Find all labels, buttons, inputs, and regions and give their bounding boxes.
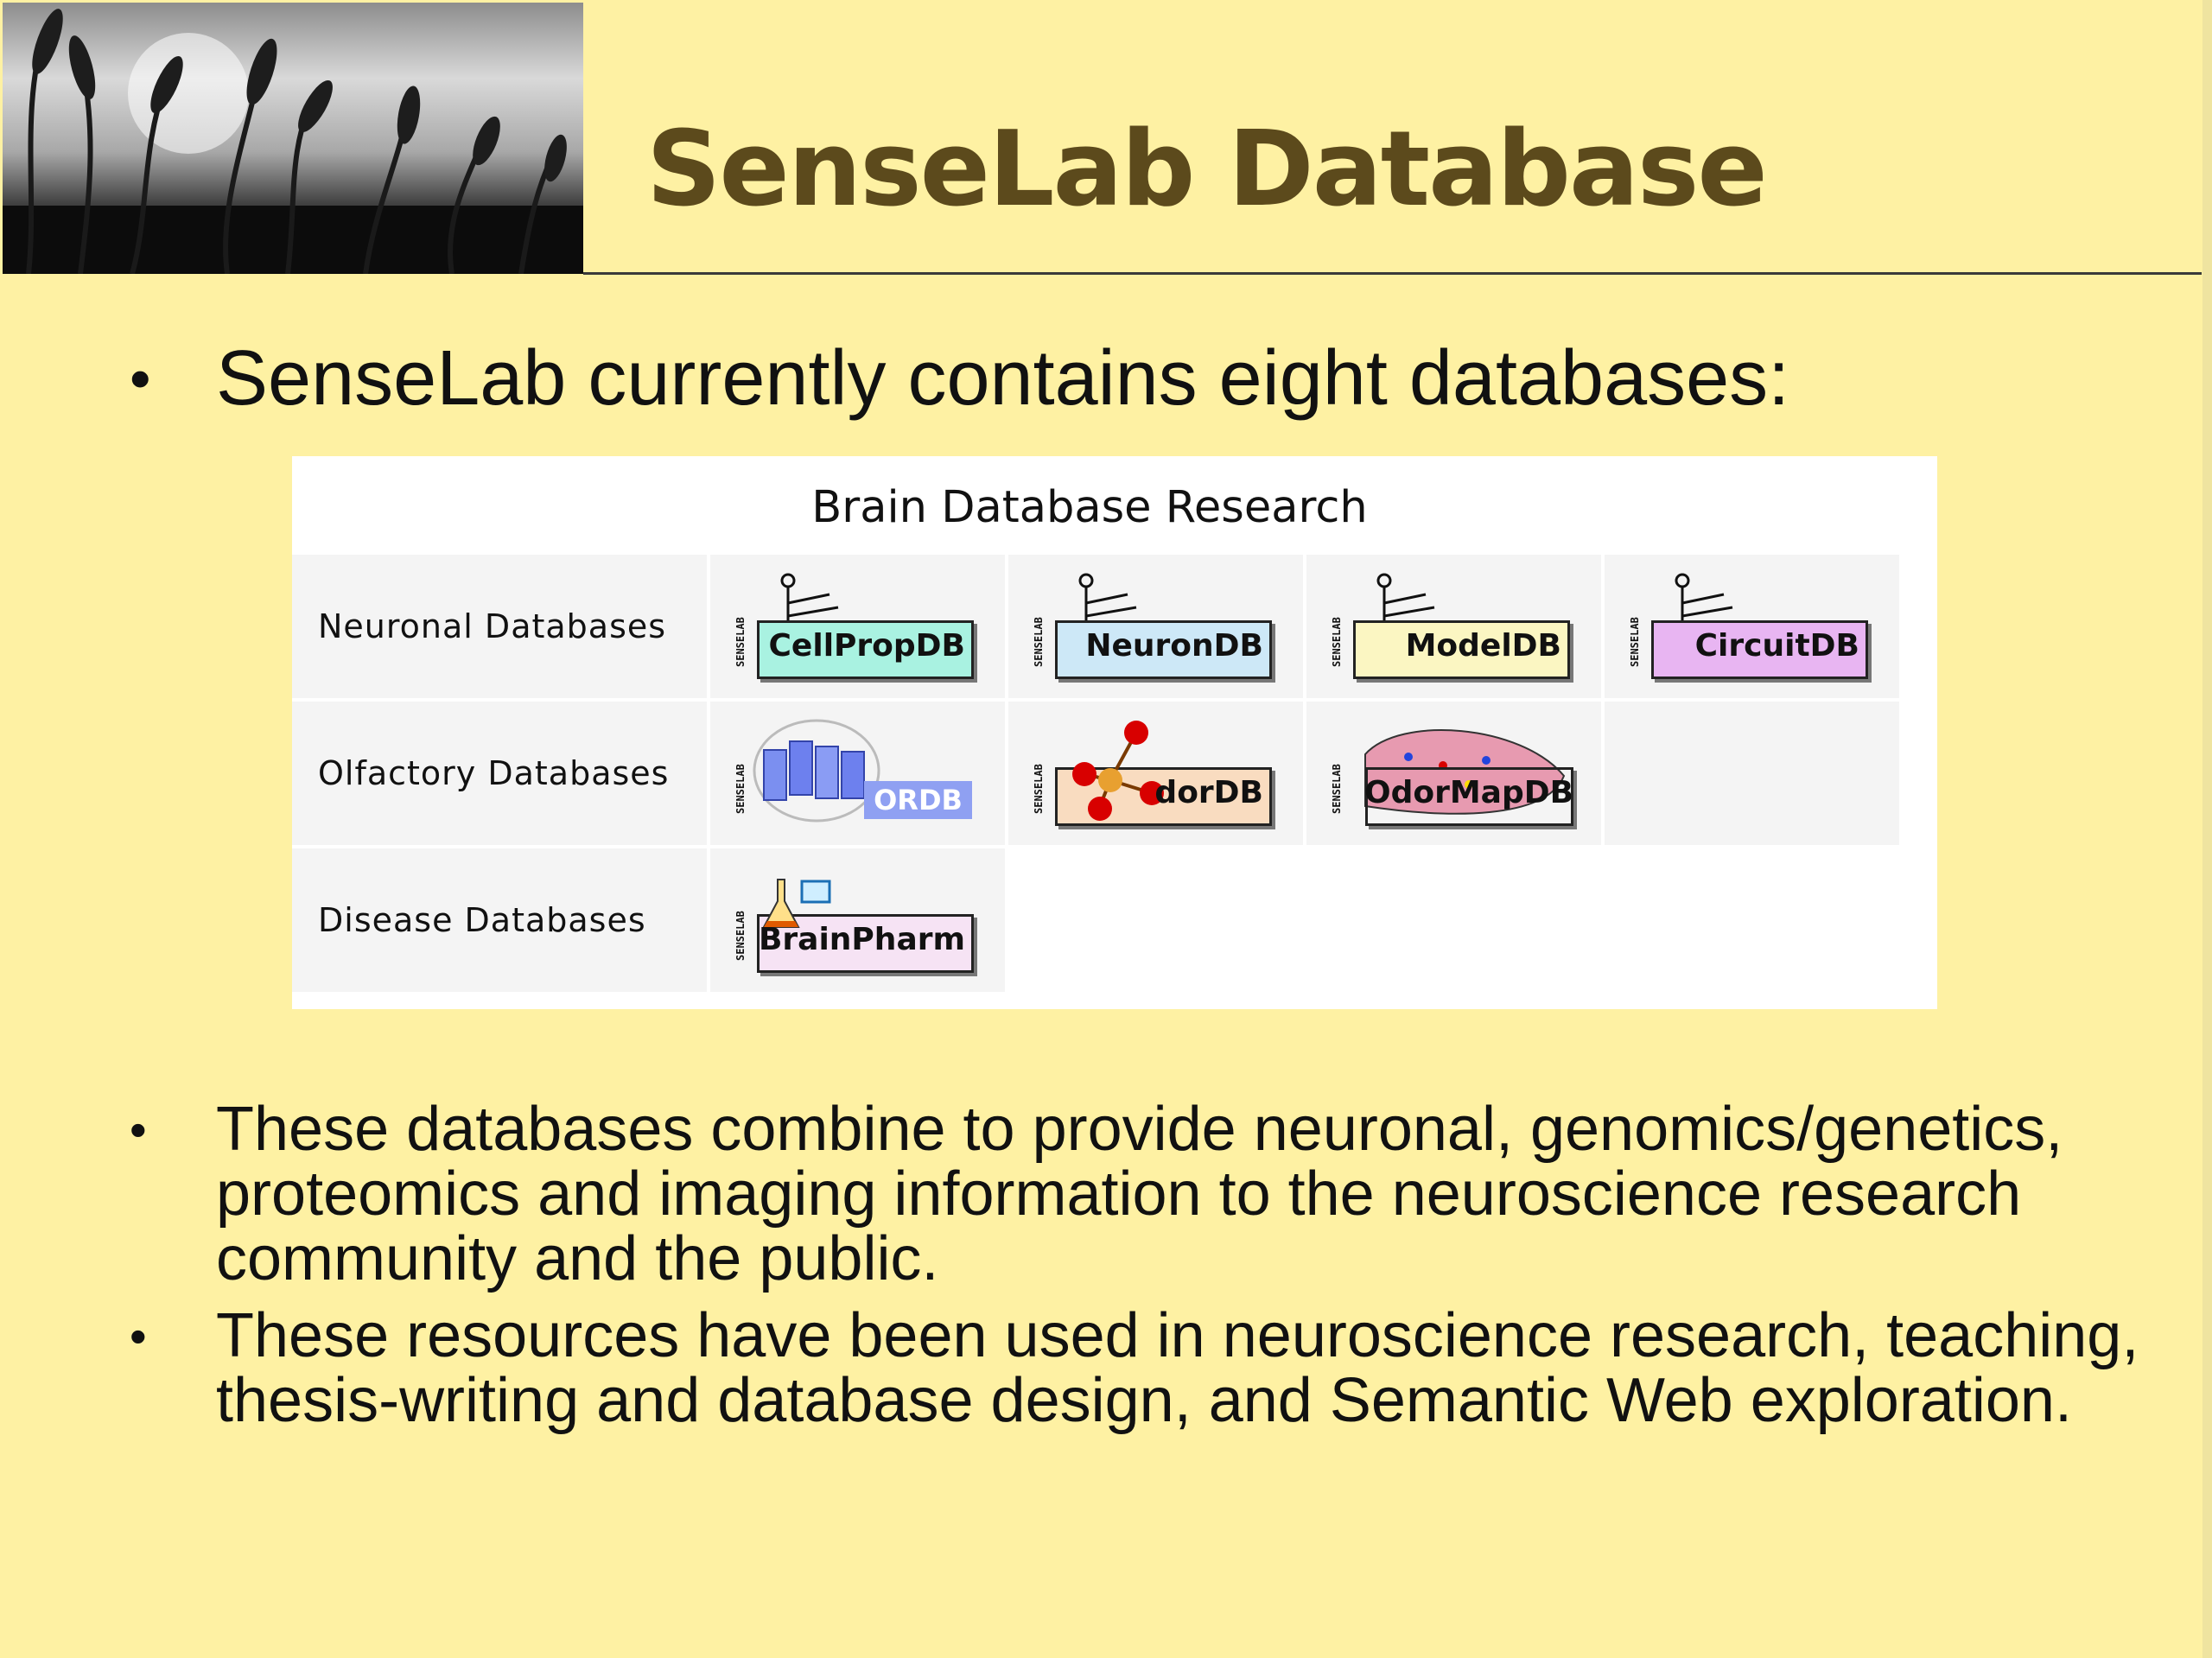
database-cell: SENSELAB dorDB	[1008, 702, 1303, 845]
database-cell: SENSELAB ORDB	[710, 702, 1005, 845]
empty-cell	[1306, 848, 1601, 992]
row-label: Olfactory Databases	[292, 702, 707, 845]
badge-box	[1353, 620, 1570, 679]
bullet-text: These databases combine to provide neuro…	[216, 1095, 2063, 1293]
bullet-dot: •	[130, 345, 151, 412]
database-name: NeuronDB	[1085, 627, 1263, 664]
database-name: dorDB	[1154, 774, 1263, 810]
odormapdb-badge[interactable]: SENSELAB OdorMapDB	[1331, 715, 1581, 828]
bullet-text: These resources have been used in neuros…	[216, 1301, 2139, 1435]
database-name: CellPropDB	[768, 627, 965, 664]
ordb-badge[interactable]: SENSELAB ORDB	[734, 715, 985, 828]
bullet-text: SenseLab currently contains eight databa…	[216, 335, 1790, 422]
empty-cell	[1008, 848, 1303, 992]
database-cell: SENSELAB CircuitDB	[1605, 555, 1899, 698]
database-name: BrainPharm	[758, 921, 965, 957]
molecule-icon	[1072, 721, 1164, 821]
dordb-badge[interactable]: SENSELAB dorDB	[1033, 715, 1283, 828]
modeldb-badge[interactable]: SENSELAB ModelDB	[1331, 569, 1581, 681]
circuitdb-badge[interactable]: SENSELAB CircuitDB	[1629, 569, 1879, 681]
senselab-side-label: SENSELAB	[1331, 764, 1343, 814]
odor-map-icon	[1364, 729, 1566, 815]
senselab-side-label: SENSELAB	[734, 764, 747, 814]
neurondb-badge[interactable]: SENSELAB NeuronDB	[1033, 569, 1283, 681]
brainpharm-badge[interactable]: SENSELAB BrainPharm	[734, 862, 985, 975]
senselab-side-label: SENSELAB	[734, 911, 747, 961]
empty-cell	[1605, 702, 1899, 845]
database-cell: SENSELAB NeuronDB	[1008, 555, 1303, 698]
slide-edge	[2202, 0, 2212, 1658]
header-photo	[3, 3, 583, 274]
badge-box	[757, 620, 974, 679]
panel-title: Brain Database Research	[811, 482, 1368, 533]
cellpropdb-badge[interactable]: SENSELAB CellPropDB	[734, 569, 985, 681]
row-label: Disease Databases	[292, 848, 707, 992]
database-name: OdorMapDB	[1363, 774, 1574, 810]
badge-box	[1365, 767, 1573, 826]
receptor-cylinders-icon	[753, 719, 880, 823]
database-cell: SENSELAB OdorMapDB	[1306, 702, 1601, 845]
bullet-dot: •	[130, 1309, 147, 1363]
title-divider	[583, 272, 2202, 275]
row-label: Neuronal Databases	[292, 555, 707, 698]
senselab-side-label: SENSELAB	[1629, 617, 1641, 667]
bullet-dot: •	[130, 1102, 147, 1157]
database-grid: Neuronal Databases SENSELAB CellPropDB S…	[292, 555, 1899, 992]
senselab-side-label: SENSELAB	[1331, 617, 1343, 667]
flask-icon	[762, 879, 831, 928]
database-name: CircuitDB	[1694, 627, 1859, 664]
badge-box	[1651, 620, 1868, 679]
database-name: ORDB	[864, 781, 972, 819]
senselab-side-label: SENSELAB	[1033, 617, 1045, 667]
database-cell: SENSELAB ModelDB	[1306, 555, 1601, 698]
senselab-side-label: SENSELAB	[734, 617, 747, 667]
empty-cell	[1605, 848, 1899, 992]
badge-box	[1055, 620, 1272, 679]
database-cell: SENSELAB BrainPharm	[710, 848, 1005, 992]
slide-title: SenseLab Database	[646, 110, 1768, 230]
database-name: ModelDB	[1405, 627, 1561, 664]
wheat-field-image	[3, 9, 583, 274]
senselab-side-label: SENSELAB	[1033, 764, 1045, 814]
database-cell: SENSELAB CellPropDB	[710, 555, 1005, 698]
database-table-image: Brain Database Research Neuronal Databas…	[292, 456, 1937, 1009]
